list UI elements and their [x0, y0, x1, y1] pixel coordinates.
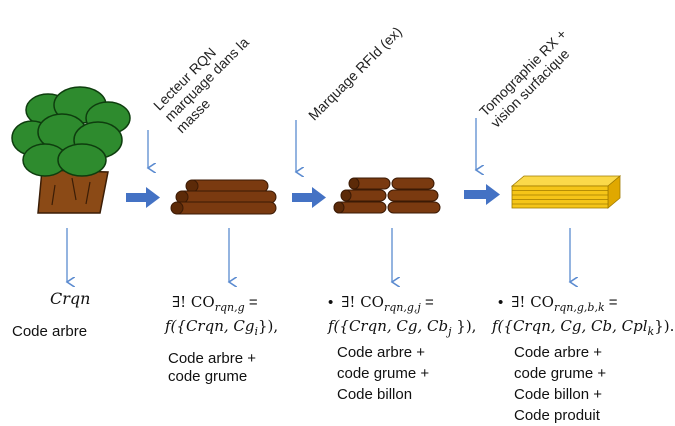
grume-formula-line2: f({Crqn, Cgi}),: [165, 317, 279, 338]
flow-arrow-1: [126, 187, 160, 208]
short-logs-pile-icon: [333, 177, 441, 214]
produit-formula-line2: f({Crqn, Cg, Cb, Cplk}).: [492, 317, 675, 338]
planks-stack-icon: [510, 175, 622, 209]
tree-icon: [11, 86, 131, 214]
billon-formula-line2: f({Crqn, Cg, Cbj }),: [328, 317, 477, 338]
produit-formula-line1: •∃! COrqn,g,b,k =: [498, 293, 618, 314]
logs-pile-icon: [170, 179, 277, 215]
flow-arrow-2: [292, 187, 326, 208]
produit-description: Code arbre + code grume + Code billon + …: [514, 344, 607, 424]
billon-formula-line1: •∃! COrqn,g,j =: [328, 293, 434, 314]
flow-arrow-3: [464, 184, 500, 205]
grume-formula-line1: ∃! COrqn,g =: [172, 293, 258, 314]
grume-description: Code arbre + code grume: [168, 350, 256, 385]
tree-variable: Crqn: [50, 289, 91, 308]
tree-description: Code arbre: [12, 323, 88, 340]
billon-description: Code arbre + code grume + Code billon: [337, 344, 430, 403]
